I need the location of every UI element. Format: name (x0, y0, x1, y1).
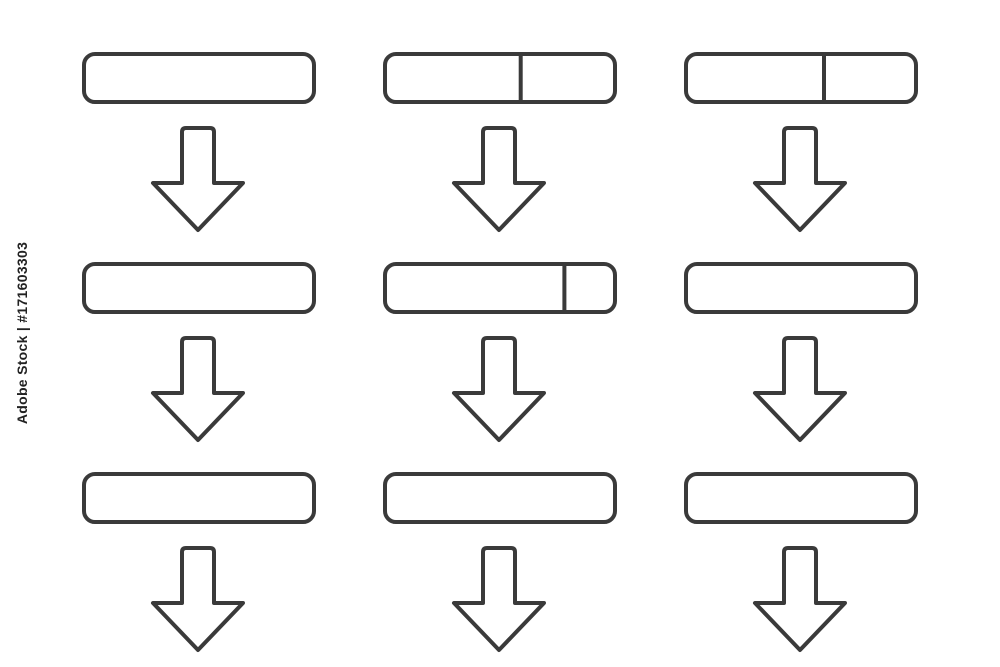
progress-bar-icon (82, 472, 316, 524)
progress-bar-icon (383, 262, 617, 314)
progress-bar-icon (684, 472, 918, 524)
step-3-3 (684, 472, 918, 652)
step-1-1 (82, 52, 316, 232)
down-arrow-icon (151, 336, 245, 442)
step-3-1 (684, 52, 918, 232)
down-arrow-icon (753, 126, 847, 232)
down-arrow-icon (151, 126, 245, 232)
down-arrow-icon (753, 546, 847, 652)
progress-bar-icon (684, 262, 918, 314)
step-2-3 (383, 472, 617, 652)
down-arrow-icon (452, 336, 546, 442)
progress-bar-icon (82, 262, 316, 314)
down-arrow-icon (452, 546, 546, 652)
progress-bar-icon (383, 472, 617, 524)
down-arrow-icon (753, 336, 847, 442)
step-1-3 (82, 472, 316, 652)
step-1-2 (82, 262, 316, 442)
step-2-1 (383, 52, 617, 232)
progress-bar-icon (82, 52, 316, 104)
down-arrow-icon (452, 126, 546, 232)
stock-watermark-caption: Adobe Stock | #171603303 (14, 241, 30, 425)
down-arrow-icon (151, 546, 245, 652)
step-2-2 (383, 262, 617, 442)
step-3-2 (684, 262, 918, 442)
progress-bar-icon (383, 52, 617, 104)
progress-bar-icon (684, 52, 918, 104)
